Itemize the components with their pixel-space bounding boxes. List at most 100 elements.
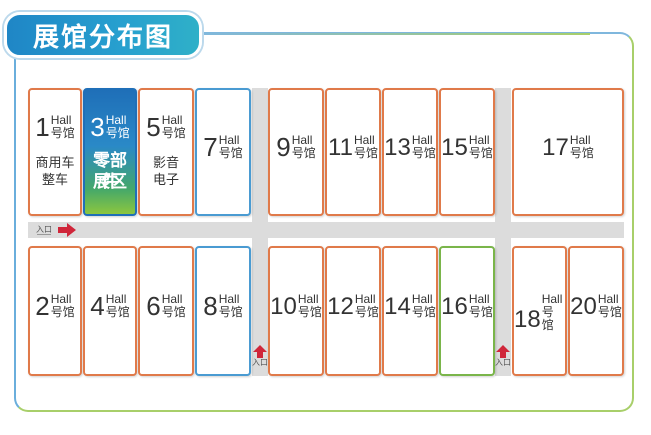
hall-number: 12 [327,293,354,320]
hall-number: 16 [441,293,468,320]
hall-word-cn: 号馆 [597,305,622,319]
hall-description: 商用车 [35,155,75,170]
hall-word-cn: 号馆 [291,146,316,160]
hall-number: 4 [90,291,105,321]
hall-word-en: Hall [468,133,490,147]
hall-word-cn: 号馆 [411,305,436,319]
hall-word-en: Hall [597,292,619,306]
hall-number: 17 [542,134,569,161]
entrance-south-left[interactable]: 入口 [252,345,268,367]
hall-number: 15 [441,134,468,161]
hall-word-cn: 号馆 [161,126,186,140]
main-road-horizontal [28,222,624,238]
hall-description: 电子 [152,172,179,187]
hall-number: 2 [35,291,50,321]
hall-word-en: Hall [569,133,591,147]
hall-word-en: Hall [468,292,490,306]
hall-word-en: Hall [354,292,376,306]
hall-word-en: Hall [218,133,240,147]
hall-number: 14 [384,293,411,320]
hall-word-cn: 号馆 [50,305,75,319]
hall-word-cn: 号馆 [105,305,130,319]
hall-word-en: Hall [50,113,72,127]
hall-word-cn: 号馆 [354,305,379,319]
hall-word-cn: 号馆 [218,305,243,319]
hall-description: 展区 [93,172,127,191]
title-divider [200,33,590,35]
hall-word-en: Hall [353,133,375,147]
hall-number: 7 [203,132,218,162]
hall-word-en: Hall [161,292,183,306]
hall-number: 10 [270,293,297,320]
map-title: 展馆分布图 [4,12,202,58]
hall-word-en: Hall [218,292,240,306]
hall-word-cn: 号馆 [353,146,378,160]
side-road-right [495,88,511,376]
hall-number: 13 [384,134,411,161]
hall-description: 影音 [152,155,179,170]
hall-word-en: Hall [411,133,433,147]
entrance-west[interactable]: 入口 [36,223,76,237]
entrance-south-left-label: 入口 [252,358,268,367]
hall-number: 9 [276,132,291,162]
hall-word-cn: 号馆 [569,146,594,160]
entrance-south-right-label: 入口 [495,358,511,367]
hall-number: 18 [514,306,541,333]
hall-number: 1 [35,112,50,142]
hall-word-cn: 号馆 [297,305,322,319]
hall-word-cn: 号馆 [50,126,75,140]
entrance-west-label: 入口 [36,225,52,234]
hall-number: 11 [328,134,353,161]
arrow-right-icon [58,223,76,237]
hall-word-en: Hall [161,113,183,127]
side-road-left [252,88,268,376]
hall-word-en: Hall [105,292,127,306]
hall-word-cn: 号馆 [411,146,436,160]
hall-number: 8 [203,291,218,321]
hall-word-en: Hall [541,292,563,306]
hall-word-en: Hall [50,292,72,306]
hall-word-cn: 号馆 [468,146,493,160]
hall-number: 6 [146,291,161,321]
entrance-south-right[interactable]: 入口 [495,345,511,367]
hall-word-en: Hall [297,292,319,306]
hall-word-cn: 号馆 [105,126,130,140]
arrow-up-icon [253,345,267,358]
hall-number: 20 [570,293,597,320]
hall-word-cn: 号馆 [161,305,186,319]
hall-word-cn: 号馆 [541,305,554,332]
